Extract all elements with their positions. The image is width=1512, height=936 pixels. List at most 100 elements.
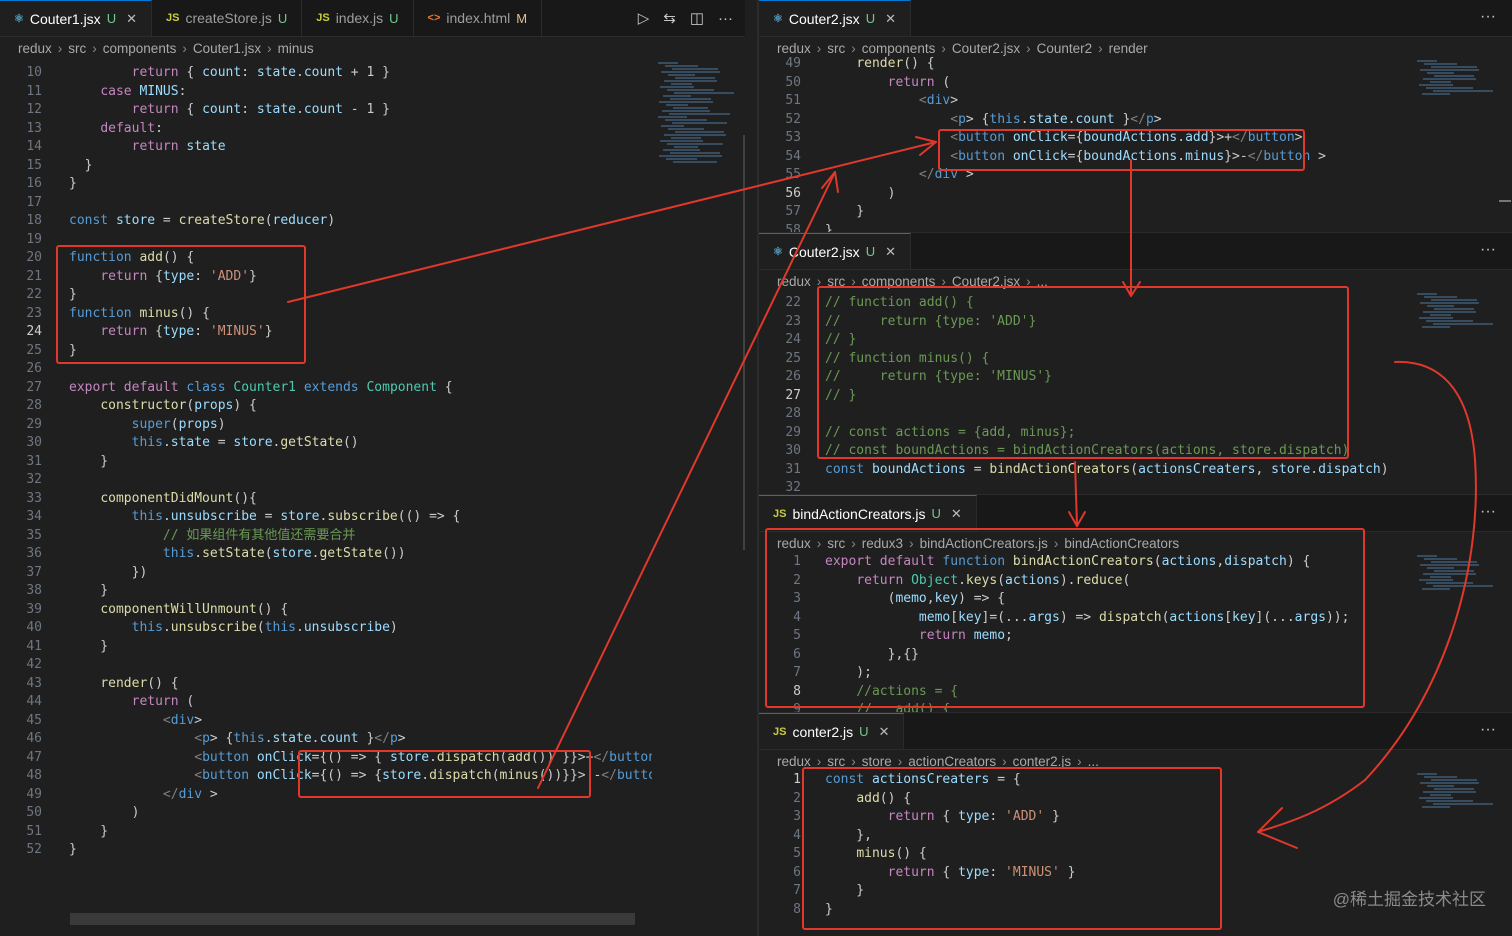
code-editor[interactable]: 22// function add() {23// return {type: … [759,294,1512,494]
code-text: } [69,638,109,654]
line-number: 49 [785,56,801,71]
line-number: 30 [26,435,42,450]
minimap[interactable] [1411,56,1501,226]
breadcrumb[interactable]: redux›src›store›actionCreators›conter2.j… [759,750,1512,772]
close-icon[interactable]: ✕ [950,505,962,521]
minimap[interactable] [1411,551,1501,701]
vertical-scrollbar[interactable] [743,135,745,550]
breadcrumb-item[interactable]: redux3 [861,535,904,551]
breadcrumb-item[interactable]: src [827,273,846,289]
breadcrumb-item[interactable]: src [827,40,846,56]
minimap-line [1422,588,1450,590]
close-icon[interactable]: ✕ [126,10,137,26]
vertical-scrollbar[interactable] [1499,200,1511,202]
breadcrumb-item[interactable]: components [861,40,936,56]
breadcrumb-item[interactable]: Couter2.jsx [951,40,1021,56]
minimap-line [664,80,717,82]
breadcrumb-item[interactable]: redux [777,535,811,551]
breadcrumb-item[interactable]: conter2.js [1012,753,1072,769]
breadcrumb-item[interactable]: ... [1087,753,1099,769]
line-number: 24 [785,332,801,347]
code-line: 25} [0,342,745,361]
code-line: 8 //actions = { [759,683,1512,702]
more-actions-icon[interactable]: ··· [1480,241,1496,258]
minimap-line [672,68,718,70]
chevron-right-icon: › [57,40,63,56]
more-actions-icon[interactable]: ··· [1480,721,1496,738]
breadcrumb-item[interactable]: Counter2 [1036,40,1093,56]
breadcrumb-item[interactable]: redux [777,753,811,769]
code-text: } [825,883,865,898]
code-line: 50 return ( [759,74,1512,93]
code-editor[interactable]: 49 render() {50 return (51 <div>52 <p> {… [759,55,1512,232]
more-actions-icon[interactable]: ··· [1480,8,1496,25]
line-number: 10 [26,65,42,80]
line-number: 50 [26,805,42,820]
breadcrumb-item[interactable]: src [827,753,846,769]
code-text: <button onClick={boundActions.add}>+</bu… [950,130,1303,145]
split-editor-icon[interactable]: ◫ [689,10,704,27]
breadcrumb[interactable]: redux›src›components›Couter1.jsx›minus [0,37,745,59]
tab-label: Couter1.jsx [29,10,101,27]
run-icon[interactable]: ▷ [637,10,650,27]
breadcrumb-item[interactable]: redux [18,40,52,56]
breadcrumb-item[interactable]: render [1108,40,1148,56]
minimap-line [669,113,730,115]
breadcrumb-item[interactable]: bindActionCreators.js [919,535,1048,551]
more-actions-icon[interactable]: ··· [718,9,733,27]
breadcrumb-item[interactable]: Couter1.jsx [192,40,262,56]
compare-changes-icon[interactable]: ⇆ [663,10,676,27]
breadcrumb[interactable]: redux›src›redux3›bindActionCreators.js›b… [759,532,1512,554]
line-number: 19 [26,231,42,247]
close-icon[interactable]: ✕ [885,10,896,26]
code-line: 2 add() { [759,790,1512,809]
line-number: 1 [793,554,801,569]
code-line: 45 <div> [0,712,745,731]
breadcrumb-item[interactable]: ... [1036,273,1048,289]
chevron-right-icon: › [941,273,946,289]
breadcrumb-item[interactable]: redux [777,40,811,56]
minimap[interactable] [652,58,742,918]
close-icon[interactable]: ✕ [885,243,896,259]
git-status-badge: U [389,10,399,26]
line-number: 49 [26,786,42,802]
more-actions-icon[interactable]: ··· [1480,503,1496,520]
breadcrumb-item[interactable]: Couter2.jsx [951,273,1021,289]
breadcrumb-item[interactable]: src [68,40,87,56]
breadcrumb-item[interactable]: actionCreators [908,753,997,769]
horizontal-scrollbar[interactable] [70,913,635,925]
breadcrumb-item[interactable]: components [102,40,177,56]
git-status-badge: U [865,244,876,259]
minimap[interactable] [1411,289,1501,489]
close-icon[interactable]: ✕ [878,723,890,739]
breadcrumb[interactable]: redux›src›components›Couter2.jsx›... [759,270,1512,292]
breadcrumb-item[interactable]: redux [777,273,811,289]
minimap-line [1426,800,1473,802]
code-line: 9 // add() { [759,701,1512,712]
breadcrumb-item[interactable]: minus [277,40,314,56]
code-editor[interactable]: 10 return { count: state.count + 1 }11 c… [0,64,745,924]
breadcrumb-item[interactable]: src [827,535,846,551]
breadcrumb-item[interactable]: store [861,753,892,769]
line-number: 5 [793,846,801,861]
breadcrumb-item[interactable]: components [861,273,936,289]
breadcrumb[interactable]: redux›src›components›Couter2.jsx›Counter… [759,37,1512,59]
breadcrumb-item[interactable]: bindActionCreators [1064,535,1180,551]
code-line: 32 [0,471,745,490]
minimap-line [661,125,684,127]
code-text: // add() { [856,702,951,712]
minimap-line [675,131,724,133]
code-text: return ( [887,74,951,90]
